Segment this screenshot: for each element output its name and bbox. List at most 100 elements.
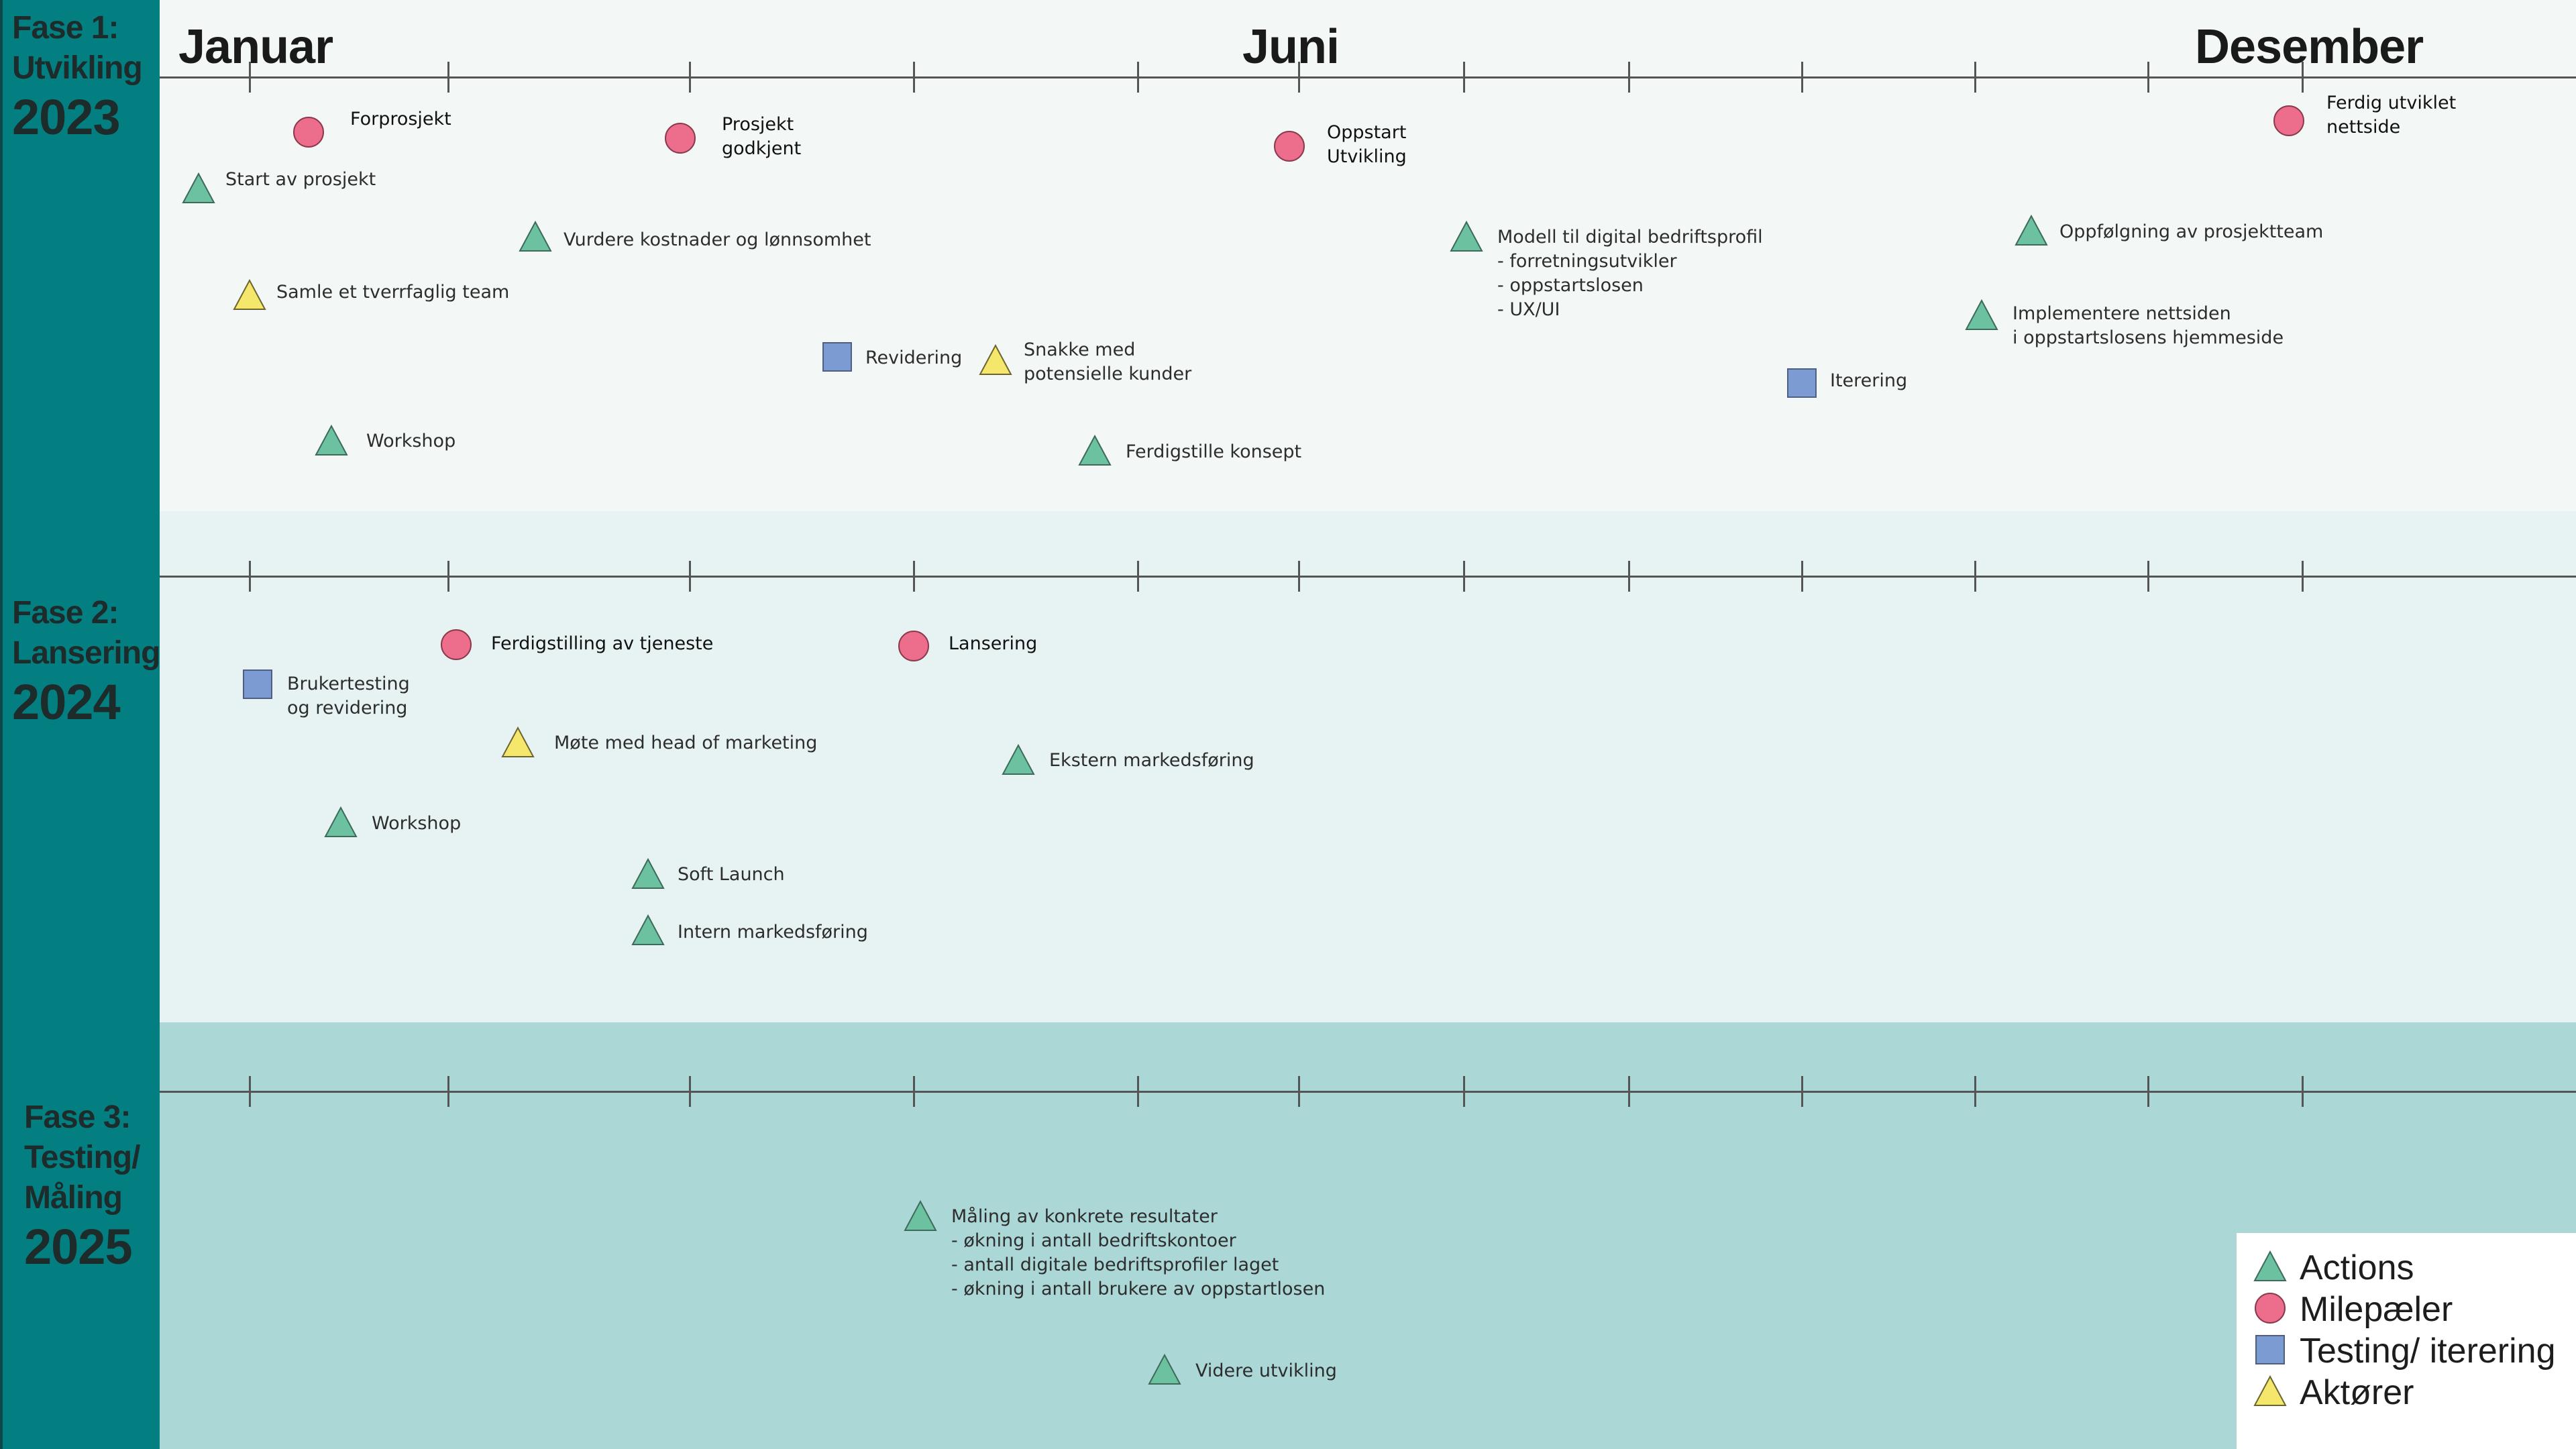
axis-tick: [1974, 1076, 1976, 1107]
axis-tick: [249, 1076, 251, 1107]
axis-tick: [1298, 561, 1300, 592]
month-june: Juni: [1242, 20, 1340, 74]
milestone-circle-icon: [2253, 1291, 2288, 1326]
phase-2-label: Fase 2: Lansering 2024: [12, 593, 160, 731]
axis-tick: [2302, 62, 2304, 93]
axis-tick: [913, 561, 915, 592]
actor-triangle-icon: [978, 343, 1013, 378]
action-triangle-icon: [518, 219, 553, 254]
phase-3-title: Fase 3:: [24, 1099, 131, 1135]
action-triangle-icon: [1449, 219, 1484, 254]
legend-label-actors: Aktører: [2300, 1373, 2414, 1412]
actor-triangle-icon: [2253, 1374, 2288, 1409]
action-triangle-icon: [2014, 213, 2049, 248]
axis-tick: [1628, 561, 1630, 592]
legend-label-testing: Testing/ iterering: [2300, 1332, 2556, 1371]
axis-tick: [1463, 62, 1465, 93]
axis-tick: [1463, 1076, 1465, 1107]
event-label: Start av prosjekt: [225, 169, 376, 190]
axis-tick: [1974, 561, 1976, 592]
actor-triangle-icon: [232, 278, 267, 313]
axis-tick: [1137, 561, 1139, 592]
axis-tick: [1137, 1076, 1139, 1107]
action-triangle-icon: [1964, 298, 1999, 333]
action-triangle-icon: [1001, 743, 1036, 777]
timeline-axis-phase-2: [160, 576, 2576, 578]
milestone-circle-icon: [896, 629, 931, 663]
event-label: Iterering: [1830, 370, 1908, 391]
event-label: Modell til digital bedriftsprofil - forr…: [1497, 227, 1763, 320]
phase-1-title: Fase 1:: [12, 10, 119, 46]
event-label: Ekstern markedsføring: [1049, 750, 1254, 771]
action-triangle-icon: [314, 423, 349, 458]
action-triangle-icon: [631, 857, 665, 892]
axis-tick: [1298, 1076, 1300, 1107]
milestone-circle-icon: [663, 121, 698, 156]
action-triangle-icon: [323, 805, 358, 840]
action-triangle-icon: [181, 171, 216, 206]
axis-tick: [447, 561, 449, 592]
sidebar-border: [0, 0, 3, 1449]
event-label: Workshop: [372, 813, 462, 834]
month-january: Januar: [178, 20, 333, 74]
phase-3-year: 2025: [24, 1219, 133, 1275]
event-label: Møte med head of marketing: [554, 733, 818, 753]
action-triangle-icon: [2253, 1249, 2288, 1284]
event-label: Ferdigstille konsept: [1126, 441, 1302, 462]
axis-tick: [689, 62, 691, 93]
axis-tick: [1801, 1076, 1803, 1107]
event-label: Måling av konkrete resultater - økning i…: [951, 1206, 1326, 1299]
phase-3-band: [160, 1022, 2576, 1449]
phase-3-name: Testing/: [24, 1140, 140, 1175]
testing-square-icon: [240, 667, 275, 702]
axis-tick: [1137, 62, 1139, 93]
axis-tick: [1298, 62, 1300, 93]
timeline-axis-phase-3: [160, 1091, 2576, 1093]
testing-square-icon: [820, 339, 855, 374]
event-label: Samle et tverrfaglig team: [276, 282, 510, 303]
phase-1-year: 2023: [12, 89, 121, 145]
phase-2-title: Fase 2:: [12, 595, 119, 631]
axis-tick: [913, 1076, 915, 1107]
phase-2-name: Lansering: [12, 635, 160, 671]
legend-item-actions: Actions: [2253, 1248, 2575, 1288]
milestone-circle-icon: [2271, 103, 2306, 138]
axis-tick: [447, 62, 449, 93]
event-label: Ferdig utviklet nettside: [2326, 93, 2457, 138]
event-label: Workshop: [366, 431, 456, 451]
axis-tick: [1628, 62, 1630, 93]
milestone-circle-icon: [1272, 129, 1307, 164]
phase-1-band: [160, 0, 2576, 511]
timeline-axis-phase-1: [160, 76, 2576, 78]
axis-tick: [2302, 1076, 2304, 1107]
legend-label-actions: Actions: [2300, 1248, 2414, 1287]
event-label: Snakke med potensielle kunder: [1024, 339, 1192, 384]
axis-tick: [913, 62, 915, 93]
legend-item-testing: Testing/ iterering: [2253, 1331, 2575, 1371]
event-label: Vurdere kostnader og lønnsomhet: [564, 229, 871, 250]
axis-tick: [1463, 561, 1465, 592]
event-label: Revidering: [865, 347, 963, 368]
axis-tick: [249, 62, 251, 93]
axis-tick: [2147, 62, 2149, 93]
actor-triangle-icon: [500, 725, 535, 760]
axis-tick: [1801, 62, 1803, 93]
event-label: Soft Launch: [678, 864, 785, 885]
legend: Actions Milepæler Testing/ iterering Akt…: [2237, 1233, 2576, 1449]
action-triangle-icon: [1147, 1352, 1182, 1387]
axis-tick: [1628, 1076, 1630, 1107]
testing-square-icon: [2253, 1332, 2288, 1367]
event-label: Ferdigstilling av tjeneste: [491, 633, 714, 654]
event-label: Videre utvikling: [1195, 1360, 1337, 1381]
event-label: Intern markedsføring: [678, 922, 868, 943]
milestone-circle-icon: [291, 115, 326, 150]
event-label: Brukertesting og revidering: [287, 674, 410, 718]
action-triangle-icon: [1077, 433, 1112, 468]
legend-item-actors: Aktører: [2253, 1373, 2575, 1413]
axis-tick: [689, 1076, 691, 1107]
event-label: Forprosjekt: [350, 109, 451, 129]
milestone-circle-icon: [439, 627, 474, 662]
legend-label-milestones: Milepæler: [2300, 1290, 2453, 1329]
phase-2-band: [160, 511, 2576, 1022]
phase-2-year: 2024: [12, 674, 121, 730]
